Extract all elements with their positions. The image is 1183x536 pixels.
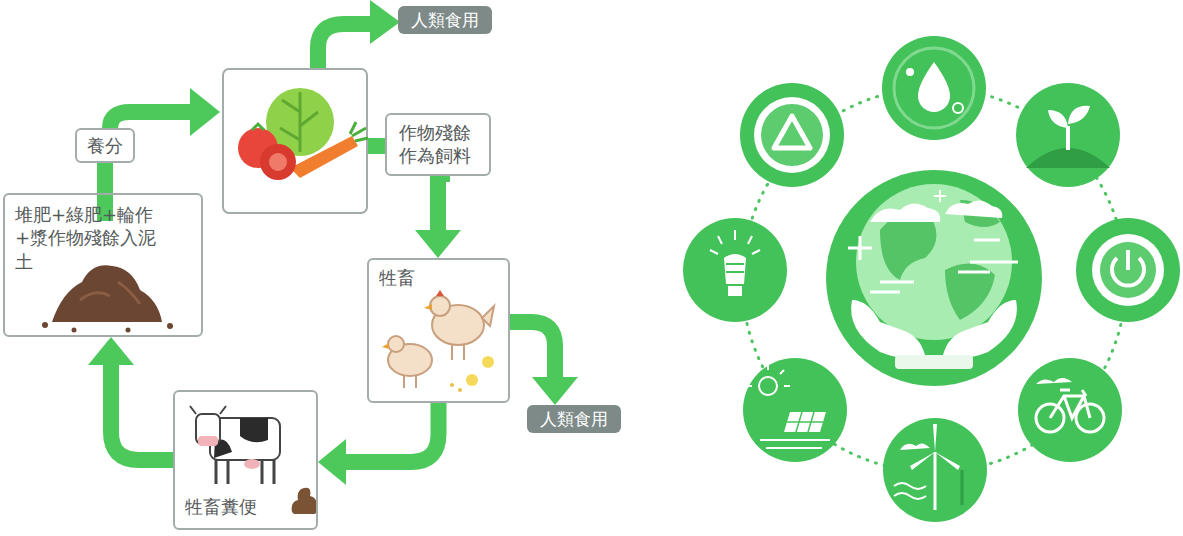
human-food-tag: 人類食用 xyxy=(527,405,621,433)
eco-icons xyxy=(683,36,1180,522)
arrow-head xyxy=(88,337,134,365)
node-label: 養分 xyxy=(87,134,123,157)
livestock-box: 牲畜 xyxy=(367,258,510,403)
chickens xyxy=(382,290,494,392)
arrow-head xyxy=(318,439,346,485)
compost-box: 堆肥+綠肥+輪作+漿作物殘餘入泥土 xyxy=(3,193,203,337)
flow-arrow xyxy=(318,403,439,485)
feed-box: 作物殘餘 作為飼料 xyxy=(385,113,491,176)
human-food-tag: 人類食用 xyxy=(398,6,492,34)
node-label: 人類食用 xyxy=(540,408,608,430)
node-label: 牲畜糞便 xyxy=(185,495,306,518)
cow xyxy=(190,406,280,484)
manure-box: 牲畜糞便 xyxy=(173,390,318,530)
arrow-head xyxy=(415,230,461,258)
node-label: 作物殘餘 作為飼料 xyxy=(399,121,477,168)
arrow-head xyxy=(532,377,578,405)
arrow-shaft xyxy=(510,322,555,378)
node-label: 堆肥+綠肥+輪作+漿作物殘餘入泥土 xyxy=(15,203,167,273)
flow-arrow xyxy=(415,174,461,258)
arrow-shaft xyxy=(345,403,439,462)
arrow-shaft xyxy=(430,174,446,231)
flow-arrow xyxy=(510,322,578,405)
sustainability-illustration xyxy=(742,88,1126,472)
soil-pile xyxy=(42,265,173,332)
arrow-shaft xyxy=(111,364,173,460)
manure xyxy=(292,488,318,514)
flow-arrow xyxy=(88,337,173,460)
node-label: 人類食用 xyxy=(411,9,479,31)
vegetable-box xyxy=(223,69,368,213)
nutrient-box: 養分 xyxy=(75,128,135,163)
node-label: 牲畜 xyxy=(379,266,498,289)
